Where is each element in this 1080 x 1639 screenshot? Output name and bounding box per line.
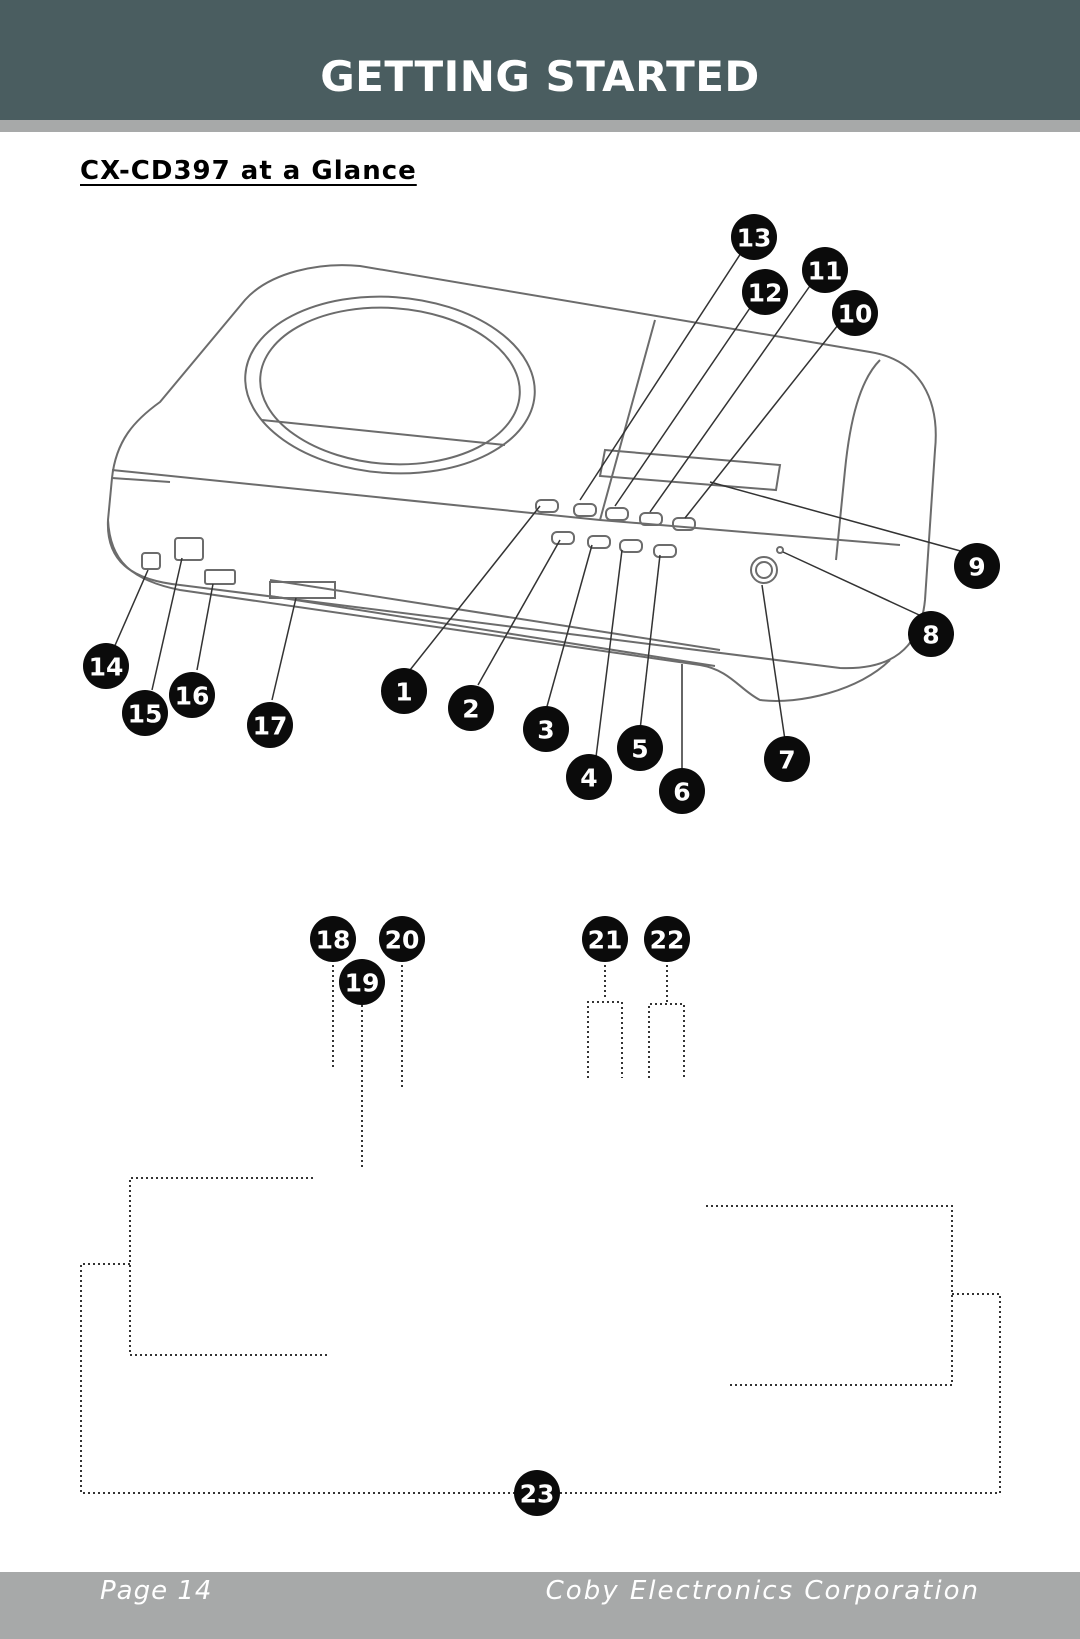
page-number: Page 14 <box>100 1576 213 1606</box>
callout-19: 19 <box>339 959 385 1005</box>
svg-text:10: 10 <box>838 300 873 329</box>
svg-text:21: 21 <box>588 926 623 955</box>
svg-text:9: 9 <box>968 553 985 582</box>
callout-5: 5 <box>617 725 663 771</box>
svg-text:18: 18 <box>316 926 351 955</box>
svg-text:7: 7 <box>778 746 795 775</box>
svg-text:11: 11 <box>808 257 843 286</box>
svg-text:19: 19 <box>345 969 380 998</box>
callout-7: 7 <box>764 736 810 782</box>
page-title: GETTING STARTED <box>320 52 760 101</box>
callout-10: 10 <box>832 290 878 336</box>
svg-text:5: 5 <box>631 735 648 764</box>
callout-16: 16 <box>169 672 215 718</box>
header-stripe <box>0 120 1080 132</box>
svg-text:1: 1 <box>395 678 412 707</box>
svg-text:4: 4 <box>580 764 597 793</box>
callout-12: 12 <box>742 269 788 315</box>
header-bar <box>0 0 1080 120</box>
svg-text:23: 23 <box>520 1480 555 1509</box>
callout-9: 9 <box>954 543 1000 589</box>
callout-11: 11 <box>802 247 848 293</box>
svg-text:6: 6 <box>673 778 690 807</box>
callout-8: 8 <box>908 611 954 657</box>
svg-text:2: 2 <box>462 695 479 724</box>
svg-text:8: 8 <box>922 621 939 650</box>
svg-text:17: 17 <box>253 712 288 741</box>
callout-15: 15 <box>122 690 168 736</box>
svg-text:14: 14 <box>89 653 124 682</box>
svg-text:20: 20 <box>385 926 420 955</box>
svg-text:15: 15 <box>128 700 163 729</box>
callout-14: 14 <box>83 643 129 689</box>
company-name: Coby Electronics Corporation <box>545 1576 980 1606</box>
callout-13: 13 <box>731 214 777 260</box>
svg-text:22: 22 <box>650 926 685 955</box>
callout-4: 4 <box>566 754 612 800</box>
footer-bar <box>0 1572 1080 1639</box>
callout-22: 22 <box>644 916 690 962</box>
svg-text:16: 16 <box>175 682 210 711</box>
callout-18: 18 <box>310 916 356 962</box>
leader-lines-top <box>112 249 976 770</box>
svg-text:12: 12 <box>748 279 783 308</box>
callout-6: 6 <box>659 768 705 814</box>
leader-lines-bottom <box>80 965 1001 1494</box>
callout-21: 21 <box>582 916 628 962</box>
svg-text:3: 3 <box>537 716 554 745</box>
callout-23: 23 <box>514 1470 560 1516</box>
section-subtitle: CX-CD397 at a Glance <box>80 156 417 186</box>
svg-text:13: 13 <box>737 224 772 253</box>
callout-17: 17 <box>247 702 293 748</box>
callout-2: 2 <box>448 685 494 731</box>
callout-1: 1 <box>381 668 427 714</box>
callout-3: 3 <box>523 706 569 752</box>
callout-20: 20 <box>379 916 425 962</box>
cd-player-illustration <box>106 264 937 702</box>
